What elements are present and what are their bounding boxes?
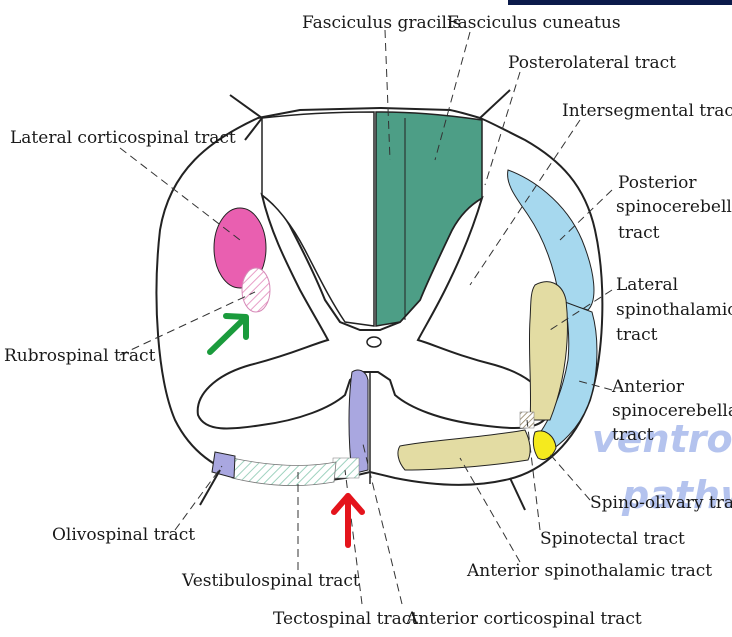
label-tectospinal-tract: Tectospinal tract [273,609,418,629]
label-intersegmental-tract: Intersegmental tract [562,101,732,121]
label-posterior-spinocerebellar-2: spinocerebellar [616,197,732,217]
label-rubrospinal-tract: Rubrospinal tract [4,346,156,366]
label-olivospinal-tract: Olivospinal tract [52,525,195,545]
label-lateral-corticospinal-tract: Lateral corticospinal tract [10,128,236,148]
corner-box [508,0,732,5]
label-spino-olivary-tract: Spino-olivary tract [590,493,732,513]
label-lateral-spinothalamic-1: Lateral [616,275,678,295]
leader-anterior-spinothalamic [460,458,520,562]
fasciculus-gracilis-region [262,112,374,326]
label-spinotectal-tract: Spinotectal tract [540,529,685,549]
label-posterior-spinocerebellar-3: tract [618,223,660,243]
label-anterior-spinothalamic-tract: Anterior spinothalamic tract [466,561,712,581]
leader-anterior-corticospinal [362,440,402,604]
label-vestibulospinal-tract: Vestibulospinal tract [181,571,360,591]
dorsal-root-right [480,90,510,118]
anterior-spinothalamic-region [398,430,530,470]
label-fasciculus-cuneatus: Fasciculus cuneatus [447,13,621,33]
label-anterior-corticospinal-tract: Anterior corticospinal tract [405,609,642,629]
label-anterior-spinocerebellar-3: tract [612,425,654,445]
fasciculus-cuneatus-region [376,112,482,326]
leader-spino-olivary [548,452,590,500]
ventral-root-right [510,478,525,510]
label-anterior-spinocerebellar-2: spinocerebellar [612,401,732,421]
red-arrow [334,496,362,545]
leader-posterolateral [485,72,520,185]
label-posterolateral-tract: Posterolateral tract [508,53,676,73]
label-posterior-spinocerebellar-1: Posterior [618,173,697,193]
label-anterior-spinocerebellar-1: Anterior [611,377,685,397]
rubrospinal-region [242,268,270,312]
vestibulospinal-region [232,458,336,485]
leader-olivospinal [175,466,222,530]
green-arrow [210,316,246,352]
tectospinal-region [333,458,359,478]
label-fasciculus-gracilis: Fasciculus gracilis [302,13,461,33]
label-lateral-spinothalamic-3: tract [616,325,658,345]
ventral-root-left [200,470,220,505]
central-canal [367,337,381,347]
label-lateral-spinothalamic-2: spinothalamic [616,300,732,320]
